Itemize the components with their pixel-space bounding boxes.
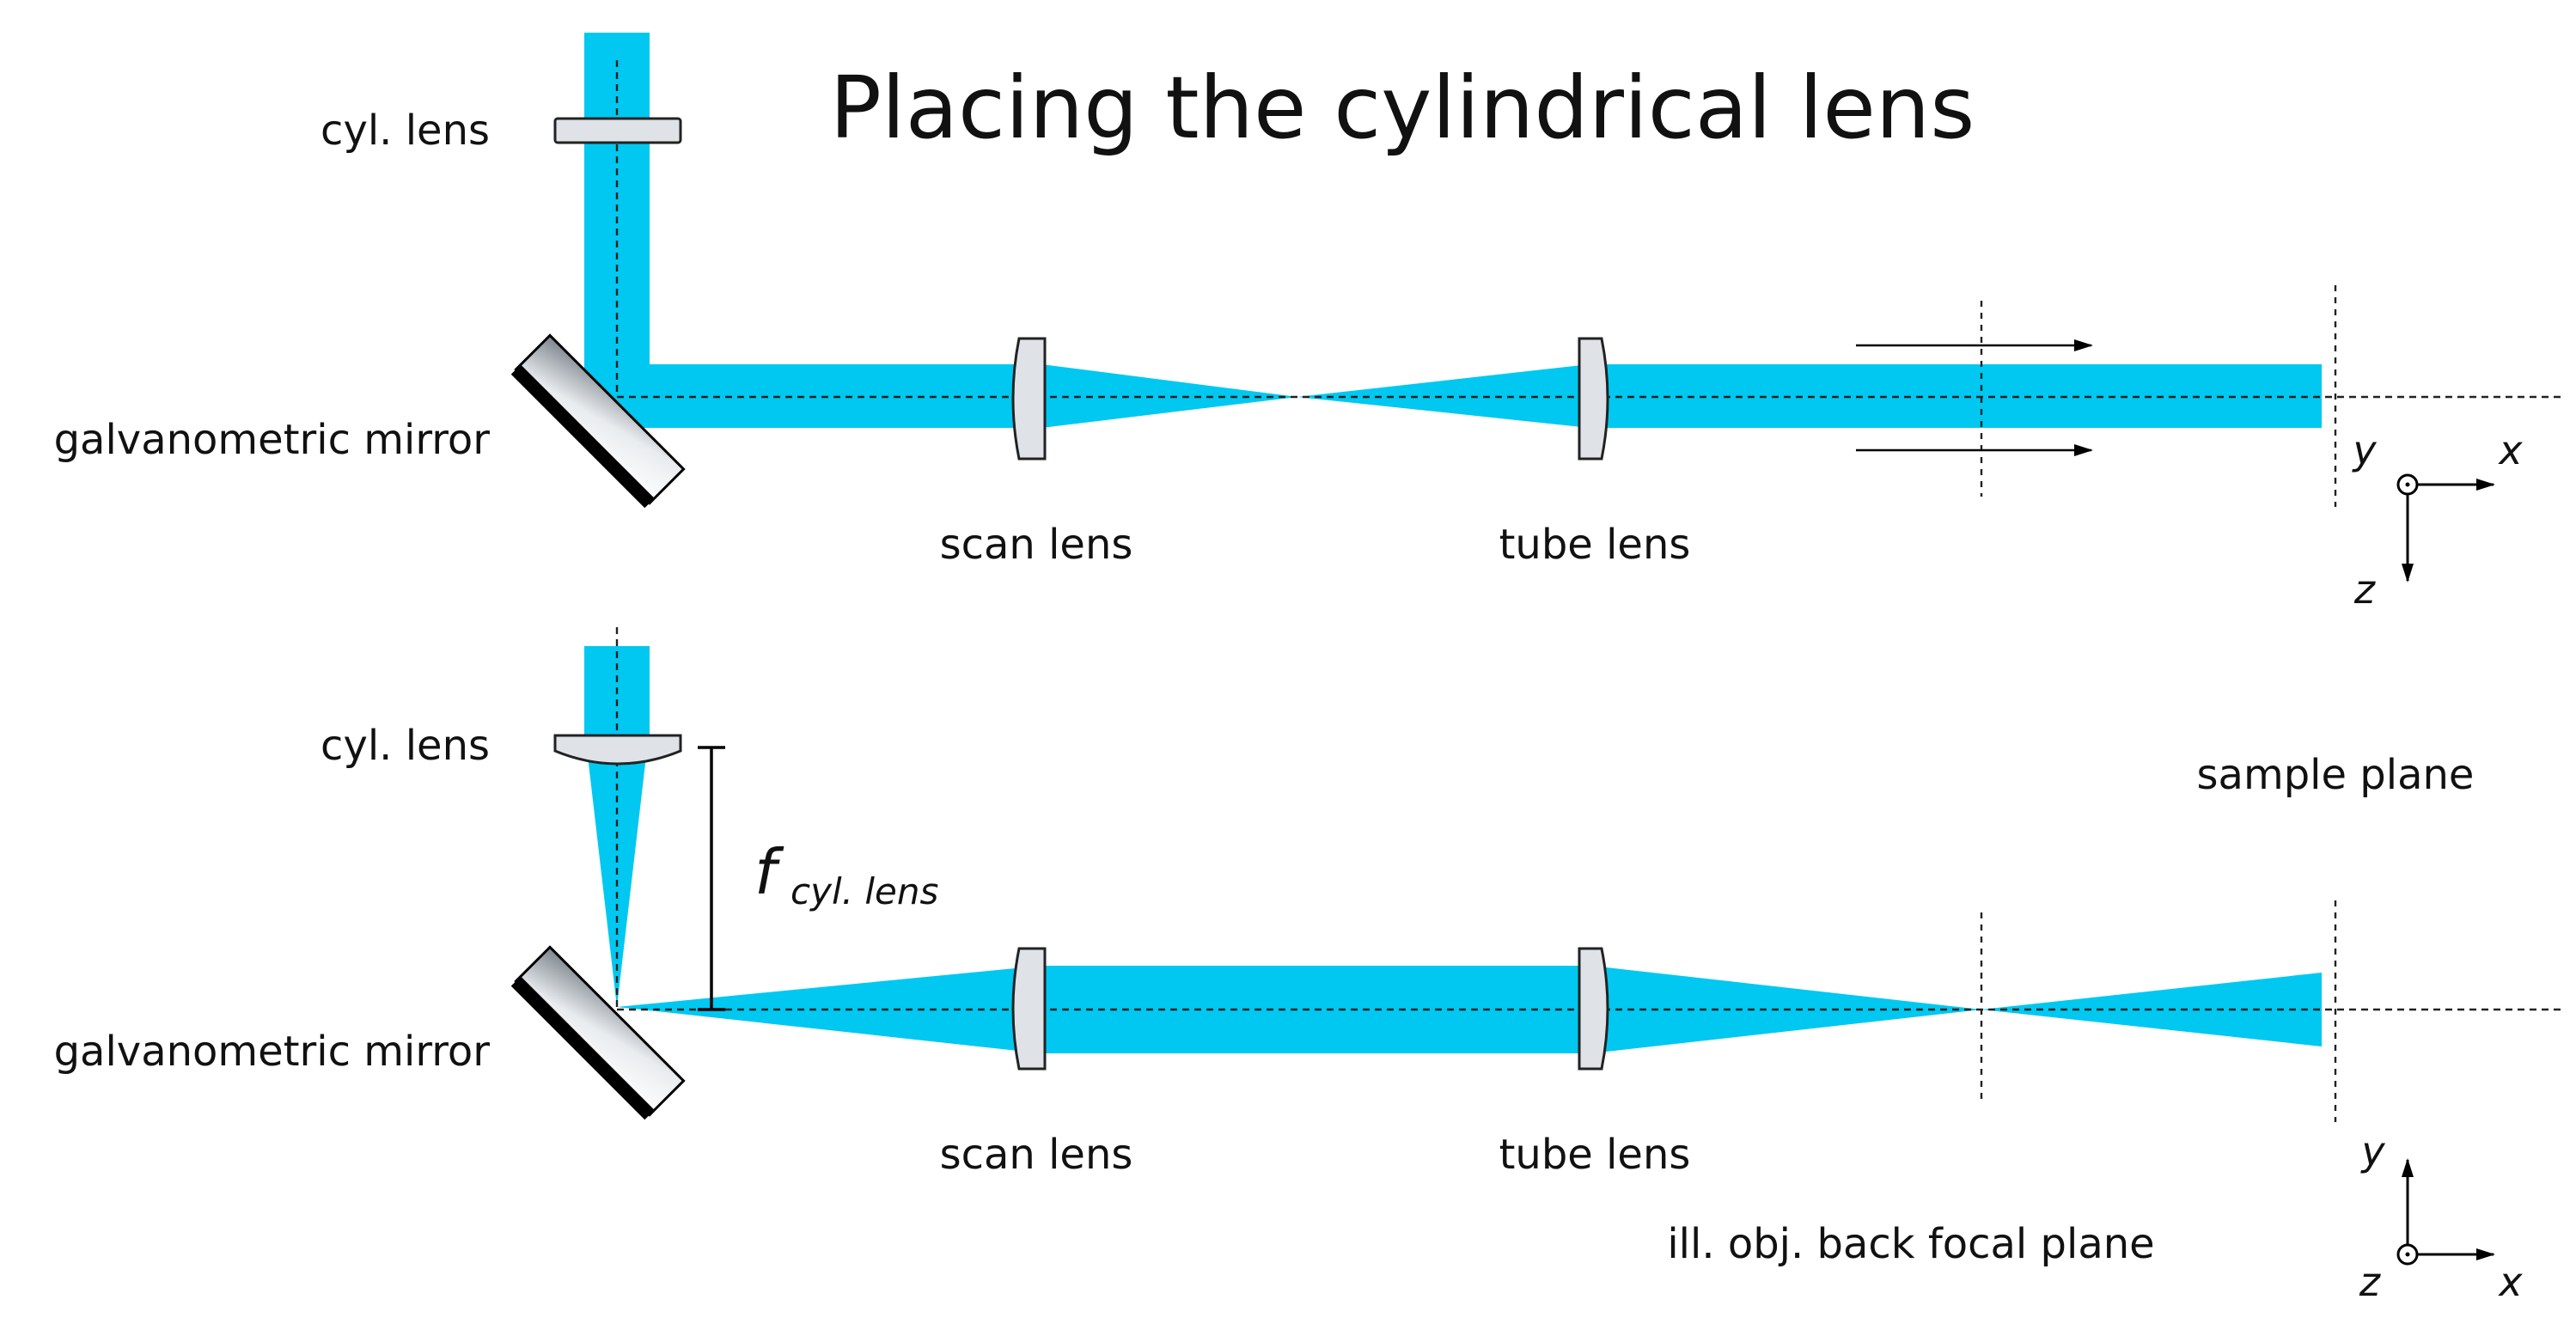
- bottom-beam-diverging: [617, 966, 1041, 1053]
- sample-plane-label: sample plane: [2197, 751, 2475, 799]
- back-focal-plane-label: ill. obj. back focal plane: [1667, 1220, 2154, 1268]
- bottom-cylindrical-lens: [553, 734, 682, 766]
- top-cylindrical-lens: [553, 117, 682, 144]
- bottom-scan-lens: [1011, 947, 1047, 1071]
- top-scan-lens-label: scan lens: [940, 521, 1133, 569]
- top-galvanometric-mirror: [510, 333, 686, 509]
- top-beam-converging: [1041, 364, 1297, 428]
- top-axis-y-label: y: [2351, 427, 2377, 473]
- focal-length-bracket: [698, 746, 725, 1011]
- bottom-tube-lens: [1578, 947, 1609, 1071]
- top-tube-lens: [1578, 337, 1609, 461]
- top-axis-x-label: x: [2497, 427, 2523, 473]
- bottom-axis-y-label: y: [2359, 1128, 2385, 1175]
- top-cyl-lens-label: cyl. lens: [320, 107, 490, 155]
- bottom-cyl-lens-label: cyl. lens: [320, 722, 490, 770]
- top-scan-lens: [1011, 337, 1047, 461]
- top-beam-collimated: [584, 33, 1041, 428]
- focal-length-subscript: cyl. lens: [791, 870, 938, 912]
- bottom-mirror-label: galvanometric mirror: [54, 1028, 491, 1076]
- bottom-galvanometric-mirror: [510, 945, 686, 1120]
- diagram-title: Placing the cylindrical lens: [830, 58, 1975, 158]
- bottom-axis-x-label: x: [2497, 1259, 2523, 1305]
- bottom-axis-z-label: z: [2359, 1259, 2381, 1305]
- bottom-tube-lens-label: tube lens: [1499, 1131, 1691, 1179]
- bottom-panel: f cyl. lens cyl. lens galvanometric mirr…: [54, 627, 2561, 1305]
- top-panel: cyl. lens galvanometric mirror scan lens…: [54, 33, 2561, 613]
- top-coordinate-axes: y x z: [2351, 427, 2523, 613]
- top-axis-z-label: z: [2353, 566, 2376, 613]
- bottom-coordinate-axes: y x z: [2359, 1128, 2523, 1305]
- bottom-scan-lens-label: scan lens: [940, 1131, 1133, 1179]
- top-mirror-label: galvanometric mirror: [54, 416, 491, 464]
- focal-length-symbol: f: [754, 836, 784, 908]
- top-tube-lens-label: tube lens: [1499, 521, 1691, 569]
- top-beam-diverging: [1297, 364, 1590, 428]
